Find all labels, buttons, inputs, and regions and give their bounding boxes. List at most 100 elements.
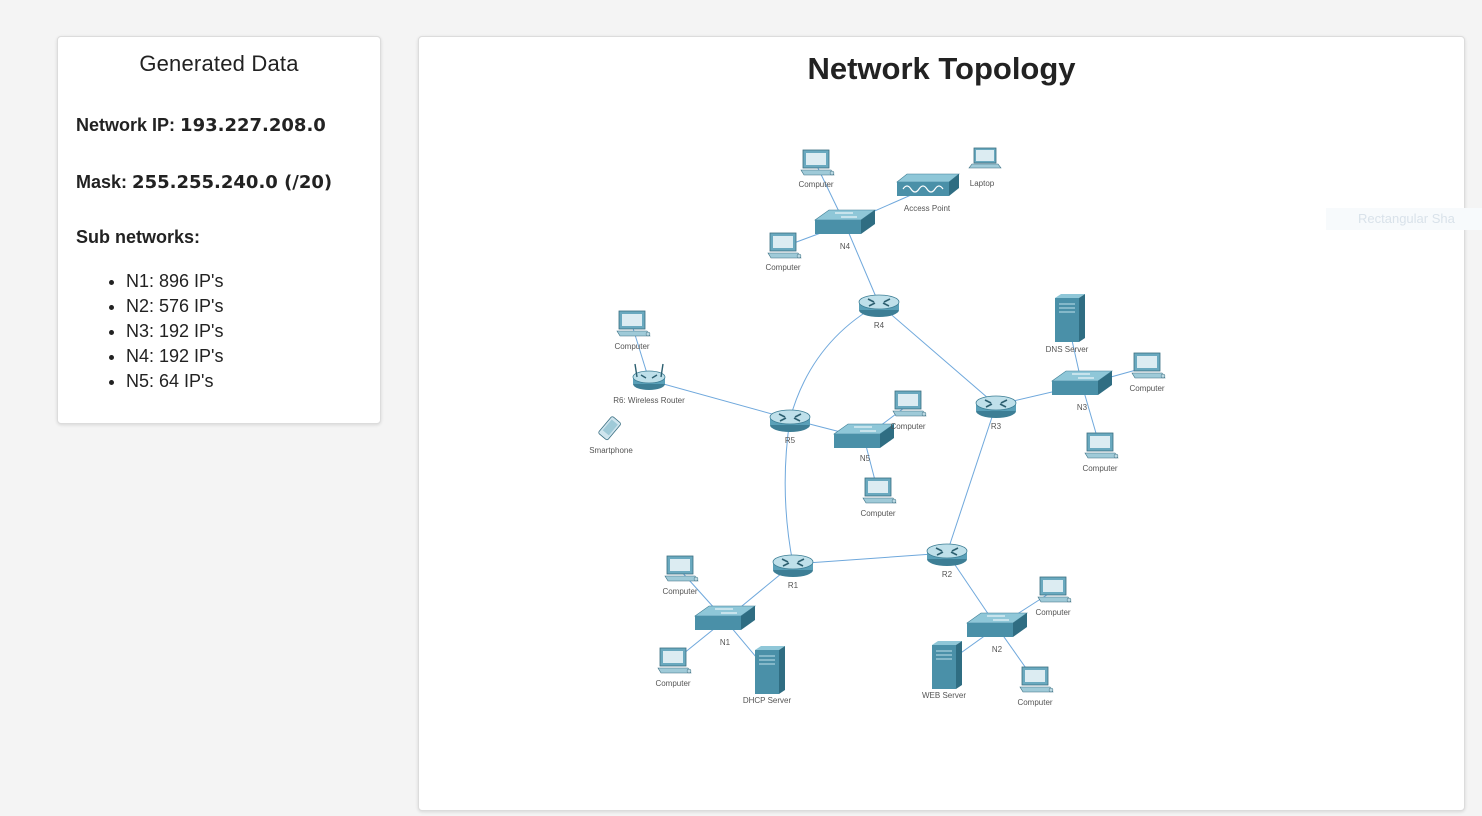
subnet-item: N3: 192 IP's (126, 319, 362, 344)
node-r4[interactable]: R4 (858, 294, 900, 330)
server-icon (755, 646, 785, 694)
switch-icon (833, 423, 895, 448)
node-r3[interactable]: R3 (975, 395, 1017, 431)
switch-icon (814, 209, 876, 234)
switch-icon (966, 612, 1028, 637)
node-c3a[interactable]: Computer (1129, 352, 1166, 393)
node-dns[interactable]: DNS Server (1046, 294, 1089, 354)
node-label: R6: Wireless Router (613, 396, 685, 405)
router-icon (858, 294, 900, 317)
subnets-heading: Sub networks: (76, 227, 201, 247)
ghost-drag-label: Rectangular Sha (1326, 208, 1482, 230)
node-c6[interactable]: Computer (614, 310, 651, 351)
node-label: Computer (655, 679, 690, 688)
access-point-icon (896, 173, 960, 196)
subnet-item: N1: 896 IP's (126, 269, 362, 294)
switch-icon (694, 605, 756, 630)
laptop-icon (968, 147, 1002, 169)
node-n1[interactable]: N1 (694, 605, 756, 647)
computer-icon (664, 555, 699, 582)
node-c2b[interactable]: Computer (1017, 666, 1054, 707)
network-ip-row: Network IP: 193.227.208.0 (76, 115, 362, 136)
node-label: R1 (788, 581, 799, 590)
router-icon (772, 554, 814, 577)
node-r2[interactable]: R2 (926, 543, 968, 579)
smartphone-icon (598, 416, 621, 441)
node-label: Access Point (904, 204, 951, 213)
server-icon (1055, 294, 1085, 342)
node-c1b[interactable]: Computer (655, 647, 692, 688)
computer-icon (1019, 666, 1054, 693)
computer-icon (657, 647, 692, 674)
node-n2[interactable]: N2 (966, 612, 1028, 654)
computer-icon (1131, 352, 1166, 379)
node-n4[interactable]: N4 (814, 209, 876, 251)
computer-icon (1037, 576, 1072, 603)
node-label: Computer (1035, 608, 1070, 617)
server-icon (932, 641, 962, 689)
computer-icon (862, 477, 897, 504)
computer-icon (1084, 432, 1119, 459)
link-R5-R6 (648, 379, 791, 420)
node-label: R4 (874, 321, 885, 330)
subnet-item: N4: 192 IP's (126, 344, 362, 369)
link-R3-R4 (878, 303, 997, 406)
router-icon (975, 395, 1017, 418)
node-label: N2 (992, 645, 1003, 654)
generated-data-panel: Generated Data Network IP: 193.227.208.0… (57, 36, 381, 424)
subnet-item: N5: 64 IP's (126, 369, 362, 394)
node-label: R3 (991, 422, 1002, 431)
link-R5-R1 (784, 418, 794, 565)
node-label: Laptop (970, 179, 995, 188)
wireless-router-icon (632, 363, 666, 390)
node-r5[interactable]: R5 (769, 409, 811, 445)
node-label: Computer (860, 509, 895, 518)
link-R4-R5 (789, 303, 880, 420)
node-c1a[interactable]: Computer (662, 555, 699, 596)
node-c3b[interactable]: Computer (1082, 432, 1119, 473)
panel-title: Generated Data (139, 51, 299, 76)
node-c4a[interactable]: Computer (798, 149, 835, 189)
link-R1-R2 (792, 552, 948, 565)
switch-icon (1051, 370, 1113, 395)
mask-value: 255.255.240.0 (/20) (132, 172, 333, 193)
mask-row: Mask: 255.255.240.0 (/20) (76, 172, 362, 193)
node-label: WEB Server (922, 691, 966, 700)
node-c2a[interactable]: Computer (1035, 576, 1072, 617)
node-label: N4 (840, 242, 851, 251)
node-ap[interactable]: Access Point (896, 173, 960, 213)
router-icon (926, 543, 968, 566)
router-icon (769, 409, 811, 432)
node-r6[interactable]: R6: Wireless Router (613, 363, 685, 405)
subnet-item: N2: 576 IP's (126, 294, 362, 319)
node-label: Computer (890, 422, 925, 431)
node-dhcp[interactable]: DHCP Server (743, 646, 792, 705)
node-label: Computer (614, 342, 649, 351)
computer-icon (892, 390, 927, 417)
node-label: Computer (1017, 698, 1052, 707)
node-label: DHCP Server (743, 696, 792, 705)
node-n5[interactable]: N5 (833, 423, 895, 463)
link-R2-R3 (946, 404, 997, 554)
node-r1[interactable]: R1 (772, 554, 814, 590)
node-lap[interactable]: Laptop (968, 147, 1002, 188)
page-title: Network Topology (807, 51, 1076, 86)
node-label: DNS Server (1046, 345, 1089, 354)
node-label: Computer (662, 587, 697, 596)
link-R4-N4 (844, 223, 880, 305)
mask-label: Mask: (76, 172, 128, 192)
node-label: N3 (1077, 403, 1088, 412)
node-label: Computer (1129, 384, 1164, 393)
node-c5a[interactable]: Computer (890, 390, 927, 431)
computer-icon (767, 232, 802, 259)
node-n3[interactable]: N3 (1051, 370, 1113, 412)
node-ph[interactable]: Smartphone (589, 416, 633, 455)
network-ip-label: Network IP: (76, 115, 176, 135)
node-web[interactable]: WEB Server (922, 641, 966, 700)
node-label: N5 (860, 454, 871, 463)
node-c5b[interactable]: Computer (860, 477, 897, 518)
node-label: Computer (798, 180, 833, 189)
node-c4b[interactable]: Computer (765, 232, 802, 272)
network-ip-value: 193.227.208.0 (180, 115, 326, 136)
